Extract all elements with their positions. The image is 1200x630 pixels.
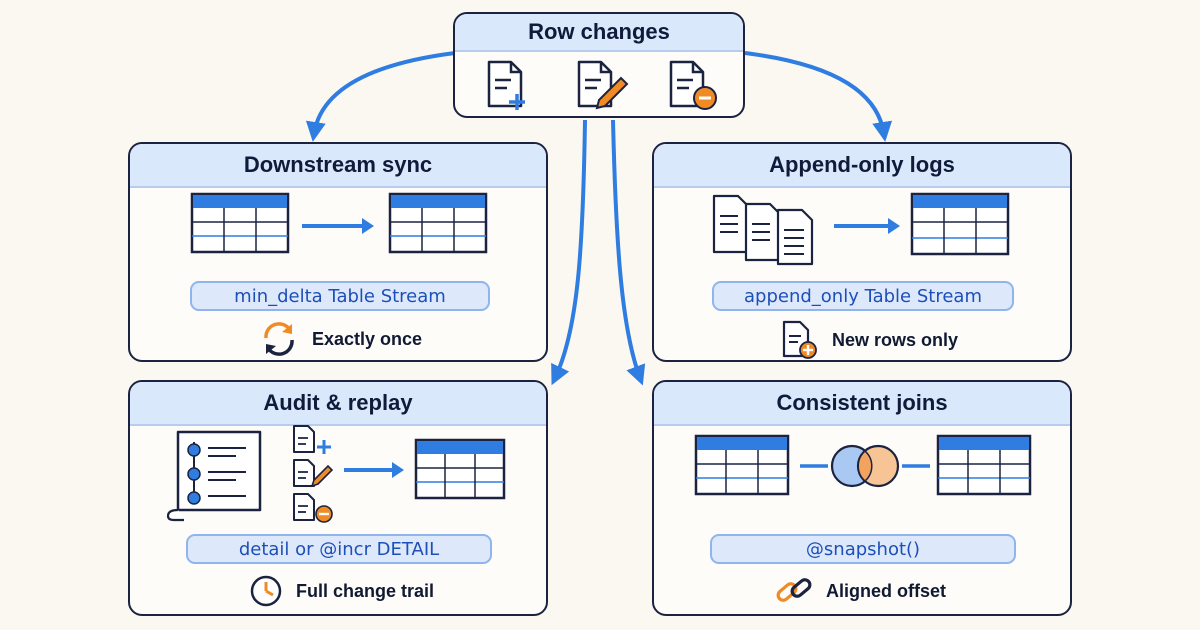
arrow-to-audit — [551, 119, 587, 386]
right-join-table-icon — [936, 434, 1032, 496]
audit-replay-caption-text: Full change trail — [296, 580, 435, 601]
downstream-sync-caption: Exactly once — [258, 318, 422, 360]
append-only-logs-card: Append-only logs append_only Table Strea… — [652, 142, 1072, 362]
append-only-logs-title: Append-only logs — [654, 144, 1070, 188]
audit-replay-title: Audit & replay — [130, 382, 546, 426]
target-table-icon — [388, 192, 488, 254]
left-join-table-icon — [694, 434, 790, 496]
downstream-sync-caption-text: Exactly once — [312, 328, 423, 349]
audit-replay-stream-label: detail or @incr DETAIL — [186, 534, 492, 564]
audit-replay-caption: Full change trail — [248, 573, 434, 609]
consistent-joins-card: Consistent joins @snapshot() Aligned off… — [652, 380, 1072, 616]
doc-edit-icon — [577, 60, 629, 110]
downstream-sync-title: Downstream sync — [130, 144, 546, 188]
consistent-joins-stream-label: @snapshot() — [710, 534, 1016, 564]
link-icon — [776, 578, 812, 602]
doc-delete-icon — [669, 60, 717, 110]
consistent-joins-title: Consistent joins — [654, 382, 1070, 426]
consistent-joins-caption-text: Aligned offset — [826, 580, 946, 601]
append-arrow-icon — [834, 218, 900, 234]
doc-insert-icon — [487, 60, 525, 110]
downstream-sync-stream-label: min_delta Table Stream — [190, 281, 490, 311]
clock-icon — [250, 575, 282, 607]
replay-arrow-icon — [344, 462, 404, 478]
timeline-scroll-icon — [166, 430, 262, 522]
arrow-to-downstream — [305, 51, 456, 142]
arrow-to-joins — [611, 119, 646, 386]
log-documents-icon — [712, 194, 814, 266]
audit-replay-card: Audit & replay — [128, 380, 548, 616]
downstream-sync-card: Downstream sync min_delta Table Stream E… — [128, 142, 548, 362]
arrow-to-append — [744, 51, 893, 142]
row-changes-card: Row changes — [453, 12, 745, 118]
source-table-icon — [190, 192, 290, 254]
sync-arrow-icon — [302, 218, 374, 234]
append-only-caption: New rows only — [780, 320, 958, 360]
replay-table-icon — [414, 438, 506, 500]
row-changes-title: Row changes — [455, 14, 743, 52]
append-only-stream-label: append_only Table Stream — [712, 281, 1014, 311]
doc-add-icon — [782, 320, 817, 359]
append-only-caption-text: New rows only — [832, 329, 959, 350]
append-table-icon — [910, 192, 1010, 256]
consistent-joins-caption: Aligned offset — [774, 573, 946, 609]
sync-icon — [264, 322, 294, 356]
change-docs-icon — [293, 425, 334, 523]
join-venn-icon — [800, 444, 930, 488]
